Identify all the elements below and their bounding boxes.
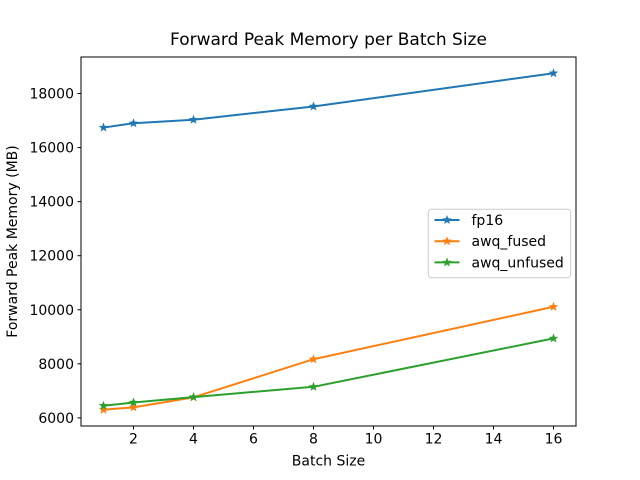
series-line-awq_unfused (102, 337, 555, 407)
legend-box (427, 208, 572, 279)
series-marker-awq_fused (98, 404, 109, 414)
series-marker-awq_fused (548, 301, 559, 311)
plot-frame (80, 56, 577, 427)
legend-sample-marker-awq_unfused (442, 257, 452, 267)
series-line-fp16 (102, 72, 555, 129)
x-tick-label: 4 (189, 432, 198, 448)
series-marker-fp16 (188, 114, 199, 124)
series-marker-awq_fused (308, 354, 319, 364)
series-marker-awq_unfused (128, 397, 139, 407)
legend: fp16 awq_fused awq_unfused (427, 208, 572, 279)
x-tick-label: 10 (365, 432, 383, 448)
series-marker-awq_unfused (308, 381, 319, 391)
x-tick-label: 6 (249, 432, 258, 448)
series-marker-awq_unfused (548, 333, 559, 343)
legend-sample-marker-fp16 (442, 215, 452, 225)
plot-area: 2 4 6 8 10 12 14 16 6000 8000 10000 12000 14000 16000… (29, 56, 577, 448)
legend-label-awq_fused: awq_fused (472, 234, 547, 250)
y-axis-label: Forward Peak Memory (MB) (5, 145, 21, 337)
series-line-awq_fused (102, 305, 555, 411)
y-tick-label: 10000 (29, 303, 74, 319)
series-marker-fp16 (308, 101, 319, 111)
y-tick-label: 8000 (38, 357, 74, 373)
series-marker-fp16 (128, 118, 139, 128)
x-tick-label: 8 (309, 432, 318, 448)
series-marker-fp16 (548, 68, 559, 78)
series-marker-awq_fused (128, 402, 139, 412)
y-tick-label: 18000 (29, 86, 74, 102)
y-tick-label: 12000 (29, 249, 74, 265)
chart-title: Forward Peak Memory per Batch Size (170, 30, 487, 50)
legend-sample-marker-awq_fused (442, 236, 452, 246)
x-tick-label: 16 (545, 432, 563, 448)
series-marker-awq_unfused (98, 400, 109, 410)
legend-label-awq_unfused: awq_unfused (472, 255, 564, 271)
x-tick-label: 2 (129, 432, 138, 448)
y-tick-label: 6000 (38, 411, 74, 427)
series-marker-awq_unfused (188, 392, 199, 402)
y-tick-label: 16000 (29, 141, 74, 157)
y-tick-label: 14000 (29, 195, 74, 211)
series-marker-fp16 (98, 122, 109, 132)
legend-label-fp16: fp16 (472, 213, 504, 229)
x-axis-label: Batch Size (292, 454, 365, 470)
x-tick-label: 14 (485, 432, 503, 448)
x-tick-label: 12 (425, 432, 443, 448)
